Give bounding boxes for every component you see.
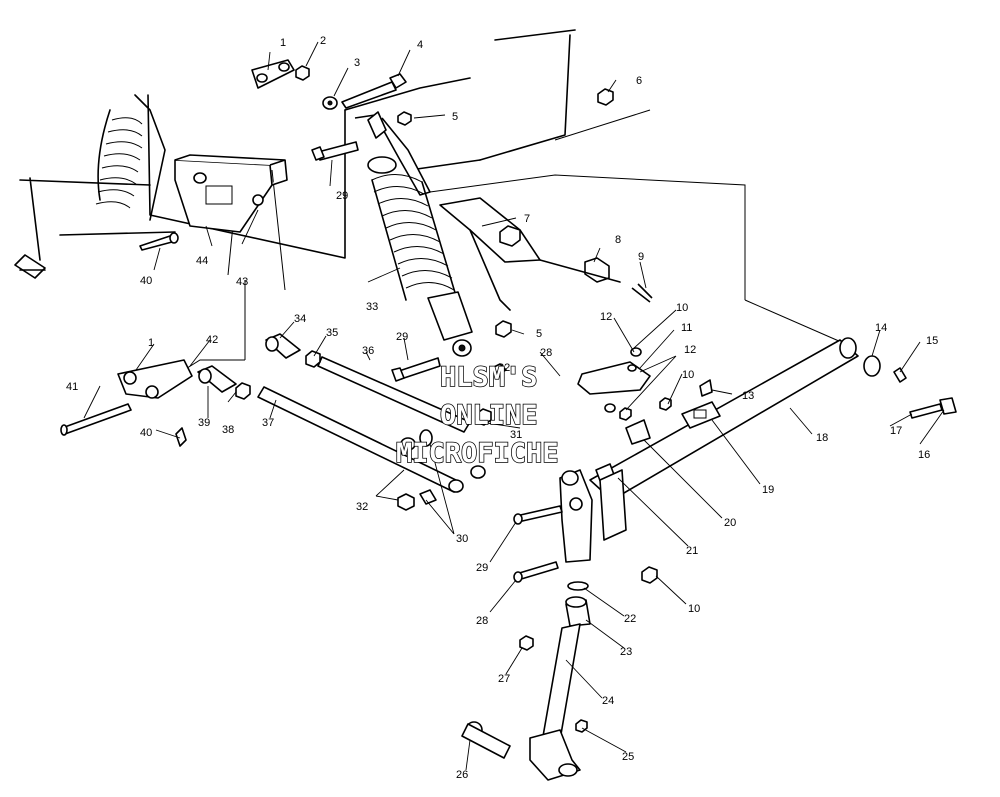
callout-numbers: 1 2 3 4 5 6 29 7 8 9 40 44 43 33 10 11 1… [66,35,938,781]
callout-23: 23 [620,646,632,658]
callout-28: 28 [540,347,552,359]
callout-34: 34 [294,313,306,325]
callout-29: 29 [336,190,348,202]
callout-25: 25 [622,751,634,763]
callout-30: 30 [456,533,468,545]
callout-10: 10 [682,369,694,381]
callout-33: 33 [366,301,378,313]
callout-17: 17 [890,425,902,437]
link-plate-42 [60,359,193,447]
callout-15: 15 [926,335,938,347]
callout-21: 21 [686,545,698,557]
mount-bracket-44 [174,154,288,233]
callout-40: 40 [140,275,152,287]
callout-12: 12 [684,344,696,356]
callout-32: 32 [498,362,510,374]
callout-27: 27 [498,673,510,685]
callout-35: 35 [326,327,338,339]
callout-10: 10 [676,302,688,314]
callout-37: 37 [262,417,274,429]
callout-16: 16 [918,449,930,461]
callout-13: 13 [742,390,754,402]
callout-1: 1 [280,37,286,49]
callout-20: 20 [724,517,736,529]
watermark-line-1: HLSM'S [440,362,538,393]
callout-12: 12 [600,311,612,323]
callout-1: 1 [148,337,154,349]
hardware-top [139,59,614,251]
callout-29: 29 [476,562,488,574]
shock-absorber-33 [354,111,473,357]
callout-9: 9 [638,251,644,263]
callout-31: 31 [510,429,522,441]
callout-44: 44 [196,255,208,267]
callout-14: 14 [875,322,887,334]
bushings-and-rod-ends [197,320,512,511]
callout-10: 10 [688,603,700,615]
upper-bracket-7 [439,197,653,311]
callout-5: 5 [536,328,542,340]
fasteners-mid [391,347,713,421]
left-shock-assembly [14,94,176,279]
callout-11: 11 [681,322,692,334]
watermark-line-3: MICROFICHE [396,438,559,469]
callout-36: 36 [362,345,374,357]
callout-3: 3 [354,57,360,69]
callout-22: 22 [624,613,636,625]
bolts-lower [513,505,658,584]
callout-7: 7 [524,213,530,225]
callout-6: 6 [636,75,642,87]
callout-41: 41 [66,381,78,393]
callout-24: 24 [602,695,614,707]
callout-4: 4 [417,39,423,51]
callout-29: 29 [396,331,408,343]
callout-43: 43 [236,276,248,288]
callout-18: 18 [816,432,828,444]
callout-8: 8 [615,234,621,246]
callout-2: 2 [320,35,326,47]
callout-26: 26 [456,769,468,781]
callout-39: 39 [198,417,210,429]
tie-rods-36-37 [257,356,471,493]
callout-32: 32 [356,501,368,513]
callout-28: 28 [476,615,488,627]
callout-42: 42 [206,334,218,346]
watermark: HLSM'S ONLINE MICROFICHE [395,361,559,470]
watermark-line-2: ONLINE [440,400,538,431]
callout-40: 40 [140,427,152,439]
callout-19: 19 [762,484,774,496]
leader-lines [83,41,945,771]
spindle-24 [461,463,627,781]
callout-38: 38 [222,424,234,436]
callout-5: 5 [452,111,458,123]
